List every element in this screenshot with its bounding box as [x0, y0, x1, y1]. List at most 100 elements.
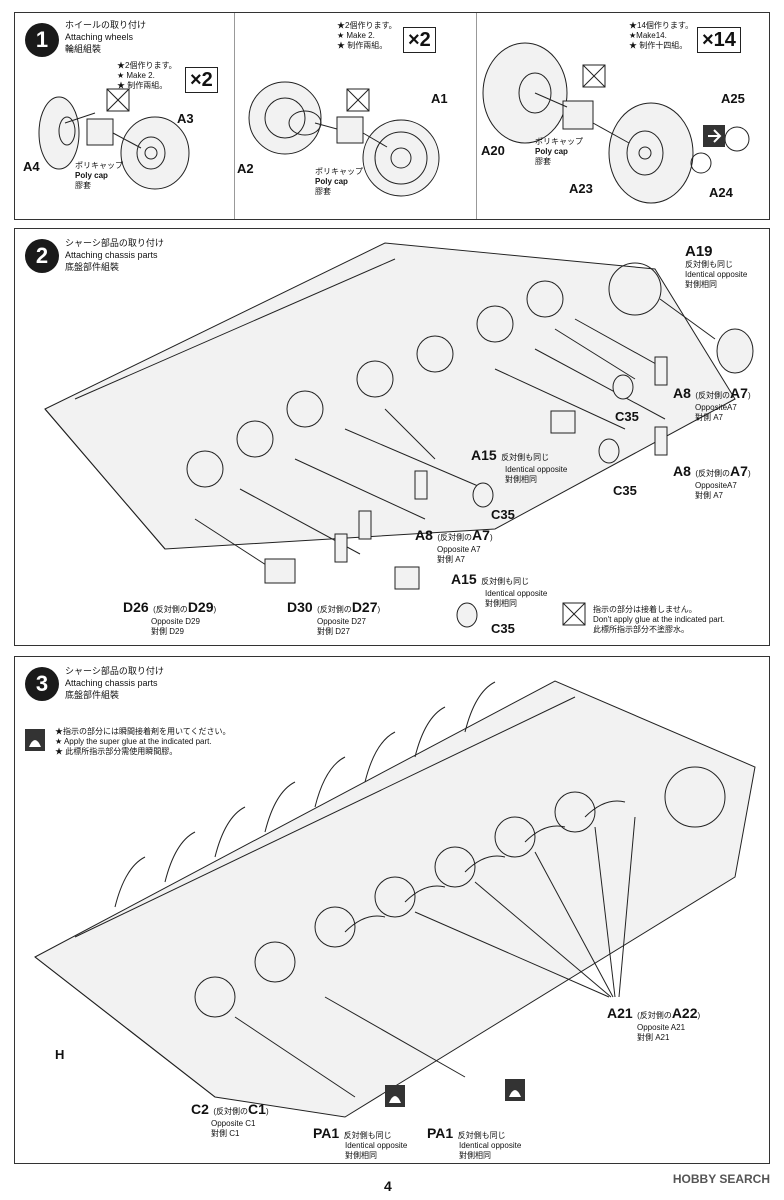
- part-label-a25: A25: [721, 91, 745, 106]
- step3-glue-note: ★指示の部分には瞬間接着剤を用いてください。 ★ Apply the super…: [55, 727, 231, 757]
- polycap-cn: 膠套: [535, 157, 551, 166]
- d30-jp-pre: (反対側の: [317, 605, 352, 614]
- step2-panel: 2 シャーシ部品の取り付け Attaching chassis parts 底盤…: [14, 228, 770, 646]
- noglue-en: Don't apply glue at the indicated part.: [593, 615, 725, 624]
- step1-sub1-drawing: [38, 88, 190, 190]
- polycap-en: Poly cap: [75, 171, 108, 180]
- polycap-cn: 膠套: [75, 181, 91, 190]
- a15-en: Identical opposite: [505, 465, 568, 474]
- step2-noglue-note: 指示の部分は接着しません。 Don't apply glue at the in…: [593, 605, 725, 635]
- a19-jp: 反対側も同じ: [685, 260, 733, 269]
- part-label-a2: A2: [237, 161, 254, 176]
- step1-sub2-drawing: [248, 81, 440, 197]
- step1-sub3-drawing: [482, 42, 750, 204]
- step1-title-jp: ホイールの取り付け: [65, 20, 147, 30]
- step3-pa1-right-label: PA1 反対側も同じ Identical opposite 對側相同: [427, 1125, 521, 1161]
- step1-sub1-multiplier: ×2: [185, 67, 218, 93]
- d26-en: Opposite D29: [151, 617, 200, 626]
- part-pa1: PA1: [427, 1125, 454, 1141]
- a21-jp-pre: (反対側の: [637, 1011, 672, 1020]
- step1-sub2-multiplier: ×2: [403, 27, 436, 53]
- noglue-jp: 指示の部分は接着しません。: [593, 605, 697, 614]
- a15-cn: 對側相同: [485, 599, 517, 608]
- a8-cn: 對側 A7: [437, 555, 466, 564]
- step3-title: シャーシ部品の取り付け Attaching chassis parts 底盤部件…: [65, 665, 164, 701]
- a15-jp: 反対側も同じ: [501, 453, 550, 462]
- d26-jp-post: ): [213, 605, 217, 614]
- part-a15: A15: [471, 447, 497, 463]
- step3-a21-label: A21 (反対側のA22) Opposite A21 對側 A21: [607, 1005, 700, 1043]
- glue-jp: ★指示の部分には瞬間接着剤を用いてください。: [55, 727, 231, 736]
- a21-jp-post: ): [697, 1011, 701, 1020]
- part-a8: A8: [673, 385, 691, 401]
- step1-title-cn: 輪組組裝: [65, 44, 102, 54]
- pa1-jp: 反対側も同じ: [457, 1131, 506, 1140]
- a19-en: Identical opposite: [685, 270, 748, 279]
- make-jp: ★2個作ります。: [337, 21, 397, 30]
- polycap-cn: 膠套: [315, 187, 331, 196]
- part-label-a3: A3: [177, 111, 194, 126]
- a8-en: OppositeA7: [695, 403, 737, 412]
- step2-title-en: Attaching chassis parts: [65, 250, 158, 260]
- step2-a15-top-label: A15 反対側も同じ Identical opposite 對側相同: [471, 447, 567, 485]
- part-a7: A7: [730, 463, 748, 479]
- part-a7: A7: [730, 385, 748, 401]
- a8-jp-post: ): [747, 469, 751, 478]
- pa1-en: Identical opposite: [459, 1141, 522, 1150]
- step2-a19-label: A19 反対側も同じ Identical opposite 對側相同: [685, 243, 747, 290]
- step1-sub1-polycap: ポリキャップ Poly cap 膠套: [75, 161, 123, 191]
- part-c35-low: C35: [491, 621, 515, 636]
- make-cn: ★ 制作兩組。: [337, 41, 388, 50]
- make-en: ★Make14.: [629, 31, 667, 40]
- noglue-cn: 此標所指示部分不塗膠水。: [593, 625, 689, 634]
- part-h: H: [55, 1047, 65, 1062]
- pa1-cn: 對側相同: [459, 1151, 491, 1160]
- make-en: ★ Make 2.: [117, 71, 155, 80]
- glue-cn: ★ 此標所指示部分需使用瞬間膠。: [55, 747, 178, 756]
- make-cn: ★ 制作十四組。: [629, 41, 688, 50]
- make-jp: ★14個作ります。: [629, 21, 694, 30]
- part-pa1: PA1: [313, 1125, 340, 1141]
- part-d30: D30: [287, 599, 313, 615]
- part-c35-left: C35: [491, 507, 515, 522]
- pa1-jp: 反対側も同じ: [343, 1131, 392, 1140]
- step1-sub1-make: ★2個作ります。 ★ Make 2. ★ 制作兩組。: [117, 61, 177, 91]
- step1-title: ホイールの取り付け Attaching wheels 輪組組裝: [65, 19, 146, 55]
- make-jp: ★2個作ります。: [117, 61, 177, 70]
- part-label-a4: A4: [23, 159, 40, 174]
- step1-sub2-polycap: ポリキャップ Poly cap 膠套: [315, 167, 363, 197]
- step3-title-jp: シャーシ部品の取り付け: [65, 666, 164, 676]
- polycap-jp: ポリキャップ: [75, 161, 123, 170]
- glue-en: ★ Apply the super glue at the indicated …: [55, 737, 212, 746]
- part-label-a1: A1: [431, 91, 448, 106]
- polycap-en: Poly cap: [535, 147, 568, 156]
- step2-a15-low-label: A15 反対側も同じ Identical opposite 對側相同: [451, 571, 547, 609]
- a15-cn: 對側相同: [505, 475, 537, 484]
- polycap-jp: ポリキャップ: [315, 167, 363, 176]
- part-a22: A22: [671, 1005, 698, 1021]
- a19-cn: 對側相同: [685, 280, 717, 289]
- step3-pa1-left-label: PA1 反対側も同じ Identical opposite 對側相同: [313, 1125, 407, 1161]
- part-c2: C2: [191, 1101, 209, 1117]
- part-a19: A19: [685, 243, 713, 260]
- step1-number: 1: [25, 23, 59, 57]
- part-d27: D27: [351, 599, 378, 615]
- a8-cn: 對側 A7: [695, 413, 724, 422]
- pa1-cn: 對側相同: [345, 1151, 377, 1160]
- watermark: HOBBY SEARCH: [672, 1172, 770, 1186]
- a8-cn: 對側 A7: [695, 491, 724, 500]
- a8-jp-post: ): [489, 533, 493, 542]
- d26-cn: 對側 D29: [151, 627, 184, 636]
- part-label-a20: A20: [481, 143, 505, 158]
- step1-sub3-make: ★14個作ります。 ★Make14. ★ 制作十四組。: [629, 21, 693, 51]
- step1-panel: 1 ホイールの取り付け Attaching wheels 輪組組裝 ★2個作りま…: [14, 12, 770, 220]
- step3-title-en: Attaching chassis parts: [65, 678, 158, 688]
- step3-title-cn: 底盤部件組裝: [65, 690, 120, 700]
- a8-jp-post: ): [747, 391, 751, 400]
- polycap-jp: ポリキャップ: [535, 137, 583, 146]
- pa1-en: Identical opposite: [345, 1141, 408, 1150]
- d30-cn: 對側 D27: [317, 627, 350, 636]
- step2-title-cn: 底盤部件組裝: [65, 262, 120, 272]
- a8-jp-pre: (反対側の: [695, 391, 731, 400]
- a8-en: OppositeA7: [695, 481, 737, 490]
